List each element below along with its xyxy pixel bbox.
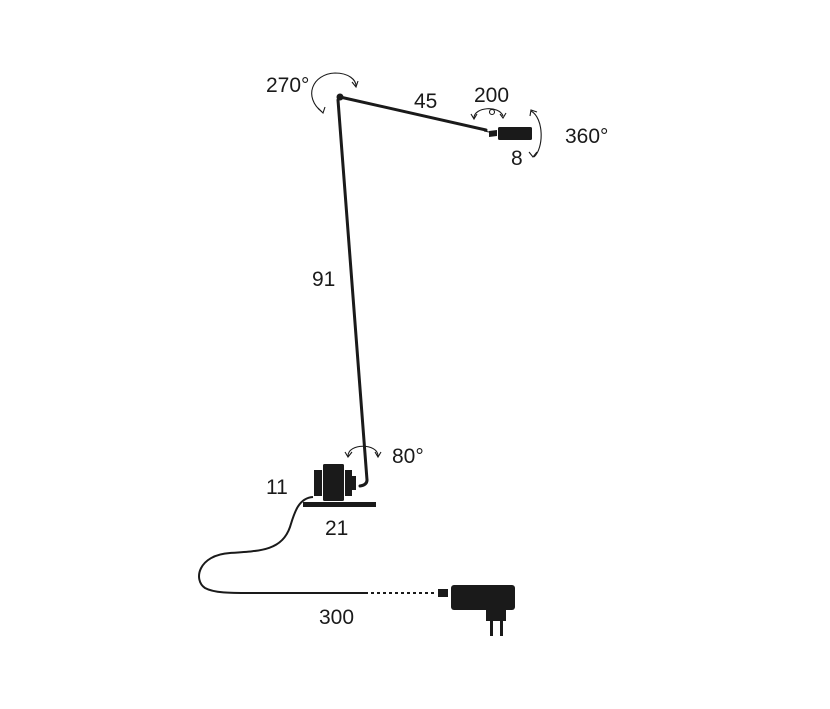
head-rotation-arrow-icon xyxy=(470,108,507,121)
head-size-label: 8 xyxy=(511,147,523,170)
plug-adapter-icon xyxy=(438,585,515,636)
head-rotation-label: 200 xyxy=(474,84,509,107)
base-width-label: 21 xyxy=(325,517,348,540)
base-rotation-arrow-icon xyxy=(344,445,382,459)
rotation-top-label: 270° xyxy=(266,74,309,97)
head-swivel-label: 360° xyxy=(565,125,608,148)
arm-dash xyxy=(483,130,490,133)
pole-bend xyxy=(358,478,369,488)
base-height-label: 11 xyxy=(266,476,288,499)
main-pole xyxy=(336,98,369,482)
pole-length-label: 91 xyxy=(312,268,335,291)
lamp-head xyxy=(489,127,532,140)
upper-arm xyxy=(338,95,488,132)
head-swivel-arrow-icon xyxy=(528,109,542,158)
cable-length-label: 300 xyxy=(319,606,354,629)
base-rotation-label: 80° xyxy=(392,445,424,468)
arm-length-label: 45 xyxy=(414,90,437,113)
base-clamp xyxy=(303,464,376,507)
top-rotation-arrow-icon xyxy=(311,72,359,115)
power-cable xyxy=(198,496,365,594)
